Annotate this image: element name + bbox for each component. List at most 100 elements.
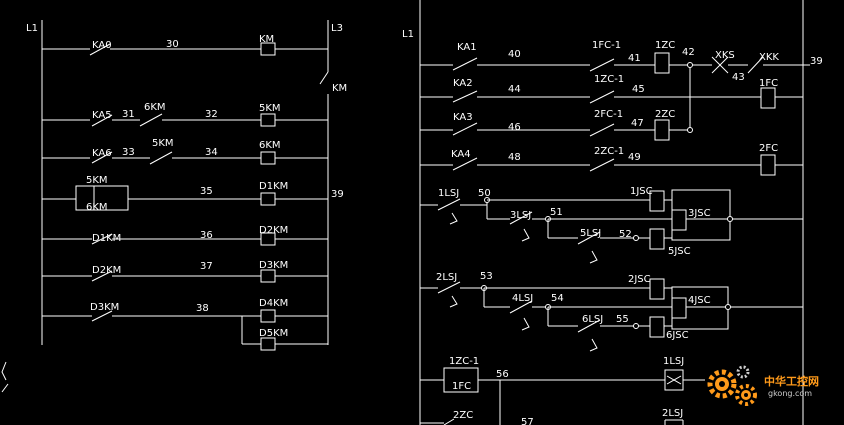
coil-5jsc xyxy=(649,228,665,250)
contact-label: KA6 xyxy=(92,148,112,159)
coil-label: 4JSC xyxy=(688,295,711,306)
rail-label-l1-left: L1 xyxy=(26,23,38,34)
node-label: 48 xyxy=(508,152,521,163)
contact-label: 1FC xyxy=(452,381,471,392)
contact-label: XKS xyxy=(715,50,735,61)
contact-label: 6KM xyxy=(144,102,166,113)
partial-symbol xyxy=(1,361,7,381)
coil-label: KM xyxy=(259,34,274,45)
rung-r3: KA3 46 2FC-1 47 2ZC xyxy=(420,109,693,141)
timer-bracket xyxy=(671,286,729,330)
coil-label: D3KM xyxy=(259,260,288,271)
node-label: 57 xyxy=(521,417,534,425)
node-label: 40 xyxy=(508,49,521,60)
contact-label: 1ZC-1 xyxy=(594,74,624,85)
contact-label: KA5 xyxy=(92,110,112,121)
contact-label: 3LSJ xyxy=(510,210,531,221)
coil-2jsc xyxy=(649,278,665,300)
coil-label: 2FC xyxy=(759,143,778,154)
node-label: 38 xyxy=(196,303,209,314)
rung-r1: KA1 40 1FC-1 41 1ZC 42 XKS 43 XKK 39 xyxy=(420,40,823,130)
contact-label: D2KM xyxy=(92,265,121,276)
coil-1fc xyxy=(760,87,776,109)
node-label: 56 xyxy=(496,369,509,380)
node-label: 31 xyxy=(122,109,135,120)
timer-group-2: 2LSJ 53 2JSC 4LSJ 54 4JSC 6LSJ 55 6JSC xyxy=(420,271,803,352)
node-label: 37 xyxy=(200,261,213,272)
watermark-title: 中华工控网 xyxy=(764,374,819,388)
coil-label: D1KM xyxy=(259,181,288,192)
rung-3: KA6 33 5KM 34 6KM xyxy=(42,138,328,165)
node-label: 42 xyxy=(682,47,695,58)
coil-4jsc xyxy=(671,297,687,319)
node-label: 35 xyxy=(200,186,213,197)
coil-d1km xyxy=(260,192,276,206)
node-label: 52 xyxy=(619,229,632,240)
coil-label: 2JSC xyxy=(628,274,651,285)
node-label: 50 xyxy=(478,188,491,199)
rail-label-l3: L3 xyxy=(331,23,343,34)
node-label: 34 xyxy=(205,147,218,158)
coil-label: D5KM xyxy=(259,328,288,339)
node-label: 33 xyxy=(122,147,135,158)
node-label: 45 xyxy=(632,84,645,95)
node-label: 55 xyxy=(616,314,629,325)
contact-label: 6KM xyxy=(86,202,108,213)
contact-label: 5KM xyxy=(86,175,108,186)
node-label: 30 xyxy=(166,39,179,50)
node-label: 41 xyxy=(628,53,641,64)
output-label: 39 xyxy=(331,189,344,200)
rung-4: 5KM 6KM 35 D1KM 39 xyxy=(42,175,344,213)
partial-symbol xyxy=(1,383,9,393)
contact-label: 5KM xyxy=(152,138,174,149)
coil-1jsc xyxy=(649,190,665,212)
contact-label: KA3 xyxy=(453,112,473,123)
timer-block xyxy=(75,185,129,211)
rung-1: KA0 30 KM xyxy=(42,34,328,56)
contact-label: 2ZC-1 xyxy=(594,146,624,157)
coil-km xyxy=(260,42,276,56)
rung-5: D1KM 36 D2KM xyxy=(42,225,328,246)
contact-label: 4LSJ xyxy=(512,293,533,304)
km-contact-label: KM xyxy=(332,83,347,94)
coil-d2km xyxy=(260,232,276,246)
coil-label: 1LSJ xyxy=(663,356,684,367)
coil-label: 1ZC xyxy=(655,40,675,51)
rung-r4: KA4 48 2ZC-1 49 2FC xyxy=(420,143,803,176)
contact-label: KA1 xyxy=(457,42,477,53)
coil-label: D4KM xyxy=(259,298,288,309)
rung-r10: 2ZC 57 2LSJ xyxy=(420,408,684,425)
coil-label: 5KM xyxy=(259,103,281,114)
coil-label: 1FC xyxy=(759,78,778,89)
contact-label: XKK xyxy=(759,52,779,63)
coil-2fc xyxy=(760,154,776,176)
node-label: 54 xyxy=(551,293,564,304)
rung-2: KA5 31 6KM 32 5KM xyxy=(42,102,328,127)
coil-3jsc xyxy=(671,209,687,231)
coil-6km xyxy=(260,151,276,165)
node-label: 44 xyxy=(508,84,521,95)
rung-7: D3KM 38 D4KM D5KM xyxy=(42,298,328,351)
contact-label: 6LSJ xyxy=(582,314,603,325)
coil-label: 5JSC xyxy=(668,246,691,257)
right-ladder: L1 KA1 40 1FC-1 41 1ZC 42 XKS xyxy=(402,0,823,425)
node-label: 46 xyxy=(508,122,521,133)
coil-label: 2ZC xyxy=(655,109,675,120)
contact-label: KA2 xyxy=(453,78,473,89)
timer-bracket xyxy=(671,189,731,241)
contact-label: 1LSJ xyxy=(438,188,459,199)
contact-label: 1ZC-1 xyxy=(449,356,479,367)
contact-label: KA0 xyxy=(92,40,112,51)
watermark-url: gkong.com xyxy=(768,389,812,398)
left-ladder: L1 L3 KA0 30 KM KM xyxy=(1,20,347,393)
node-label: 32 xyxy=(205,109,218,120)
coil-label: 1JSC xyxy=(630,186,653,197)
node-label: 43 xyxy=(732,72,745,83)
coil-label: 2LSJ xyxy=(662,408,683,419)
node-label: 53 xyxy=(480,271,493,282)
contact-label: 2FC-1 xyxy=(594,109,623,120)
contact-label: KA4 xyxy=(451,149,471,160)
output-label: 39 xyxy=(810,56,823,67)
contact-label: D3KM xyxy=(90,302,119,313)
